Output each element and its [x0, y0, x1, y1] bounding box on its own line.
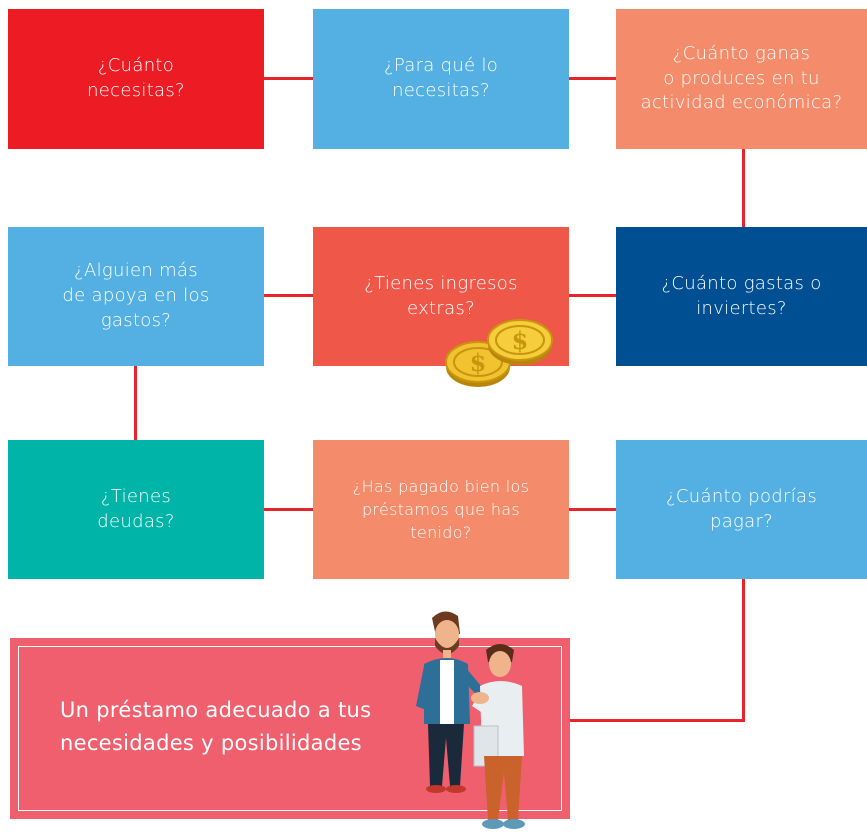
connector-6-5: [568, 294, 617, 297]
box-para-que: ¿Para qué lo necesitas?: [313, 9, 569, 149]
box-ingresos-extras: ¿Tienes ingresos extras?: [313, 227, 569, 366]
connector-5-4: [263, 294, 314, 297]
box-has-pagado: ¿Has pagado bien los préstamos que has t…: [313, 440, 569, 579]
gold-coins-icon: $ $: [445, 319, 553, 387]
connector-4-7: [134, 365, 137, 441]
box-line: de apoya en los: [62, 285, 210, 307]
connector-1-2: [263, 77, 315, 80]
box-cuanto-necesitas: ¿Cuánto necesitas?: [8, 9, 264, 149]
box-cuanto-gastas: ¿Cuánto gastas o inviertes?: [616, 227, 867, 366]
result-line: necesidades y posibilidades: [60, 730, 362, 755]
connector-3-6: [742, 149, 745, 228]
box-line: ¿Cuánto gastas o: [661, 272, 822, 294]
box-line: ¿Tienes: [100, 485, 172, 507]
box-line: préstamos que has: [361, 499, 521, 519]
box-line: necesitas?: [87, 80, 185, 101]
svg-text:$: $: [512, 326, 529, 355]
result-line: Un préstamo adecuado a tus: [60, 698, 372, 722]
box-line: ¿Para qué lo: [383, 55, 499, 77]
box-line: ¿Alguien más: [74, 260, 198, 282]
box-line: ¿Cuánto: [97, 55, 175, 77]
box-line: deudas?: [97, 510, 175, 532]
connector-2-3: [563, 77, 617, 80]
box-line: o produces en tu: [663, 67, 820, 89]
connector-7-8: [263, 508, 314, 511]
result-frame: [18, 646, 562, 811]
box-line: pagar?: [709, 510, 774, 532]
box-alguien-mas: ¿Alguien más de apoya en los gastos?: [8, 227, 264, 366]
svg-text:$: $: [470, 348, 487, 377]
box-line: inviertes?: [696, 297, 787, 319]
connector-8-9: [568, 508, 617, 511]
connector-to-result: [569, 719, 745, 722]
box-cuanto-podrias: ¿Cuánto podrías pagar?: [616, 440, 867, 579]
handshake-people-icon: [416, 611, 525, 829]
box-line: gastos?: [100, 309, 172, 331]
box-line: ¿Cuánto podrías: [665, 485, 818, 507]
box-line: tenido?: [410, 523, 472, 543]
box-line: ¿Tienes ingresos: [364, 272, 518, 294]
box-line: ¿Cuánto ganas: [672, 42, 811, 64]
box-line: necesitas?: [392, 80, 490, 101]
box-line: ¿Has pagado bien los: [352, 476, 530, 496]
box-line: extras?: [407, 297, 475, 319]
box-tienes-deudas: ¿Tienes deudas?: [8, 440, 264, 579]
result-text: Un préstamo adecuado a tus necesidades y…: [60, 694, 390, 759]
box-cuanto-ganas: ¿Cuánto ganas o produces en tu actividad…: [616, 9, 867, 149]
box-line: actividad económica?: [640, 92, 843, 114]
connector-9-down: [742, 578, 745, 722]
